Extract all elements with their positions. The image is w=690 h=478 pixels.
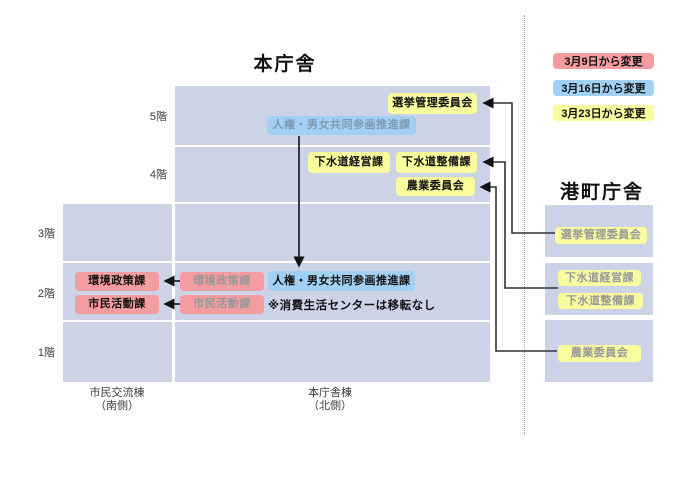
- no-relocation-note: ※消費生活センターは移転なし: [268, 300, 436, 312]
- dept-human-rights-old-5f: 人権・男女共同参画推進課: [267, 116, 416, 135]
- wing-south-name: 市民交流棟: [89, 387, 145, 399]
- dept-civic-old: 市民活動課: [180, 295, 264, 314]
- wing-label-north: 本庁舎棟 （北側）: [275, 387, 385, 413]
- floor-label-2: 2階: [37, 288, 55, 300]
- north-tower-floor-3: [175, 204, 490, 261]
- dept-environment-new: 環境政策課: [75, 272, 159, 291]
- legend-change-mar9: 3月9日から変更: [553, 53, 654, 69]
- dept-sewer-maintenance-main-new: 下水道整備課: [396, 152, 477, 173]
- dept-human-rights-new-2f: 人権・男女共同参画推進課: [268, 271, 415, 291]
- main-building-title: 本庁舎: [253, 54, 317, 75]
- dept-sewer-management-main-new: 下水道経営課: [308, 152, 390, 173]
- dept-agriculture-annex-old: 農業委員会: [558, 345, 641, 362]
- wing-north-name: 本庁舎棟: [308, 387, 352, 399]
- south-tower-floor-1: [63, 322, 172, 382]
- wing-south-side: （南側）: [95, 400, 139, 412]
- floor-label-5: 5階: [149, 111, 167, 123]
- legend-change-mar16: 3月16日から変更: [553, 80, 654, 96]
- floor-label-4: 4階: [149, 169, 167, 181]
- legend-change-mar23: 3月23日から変更: [553, 105, 654, 121]
- dept-sewer-management-annex-old: 下水道経営課: [558, 270, 641, 286]
- dept-sewer-maintenance-annex-old: 下水道整備課: [558, 293, 643, 309]
- dept-election-annex-old: 選挙管理委員会: [555, 227, 647, 244]
- floor-label-1: 1階: [37, 347, 55, 359]
- north-tower-floor-1: [175, 322, 490, 382]
- annex-building-title: 港町庁舎: [559, 182, 644, 203]
- floor-label-3: 3階: [37, 228, 55, 240]
- dept-election-main-new: 選挙管理委員会: [388, 93, 477, 114]
- dept-civic-new: 市民活動課: [75, 295, 159, 314]
- wing-north-side: （北側）: [308, 400, 352, 412]
- dept-environment-old: 環境政策課: [180, 272, 264, 291]
- south-tower-floor-3: [63, 204, 172, 261]
- dept-agriculture-main-new: 農業委員会: [396, 177, 475, 196]
- wing-label-south: 市民交流棟 （南側）: [62, 387, 172, 413]
- dotted-separator: [524, 15, 525, 435]
